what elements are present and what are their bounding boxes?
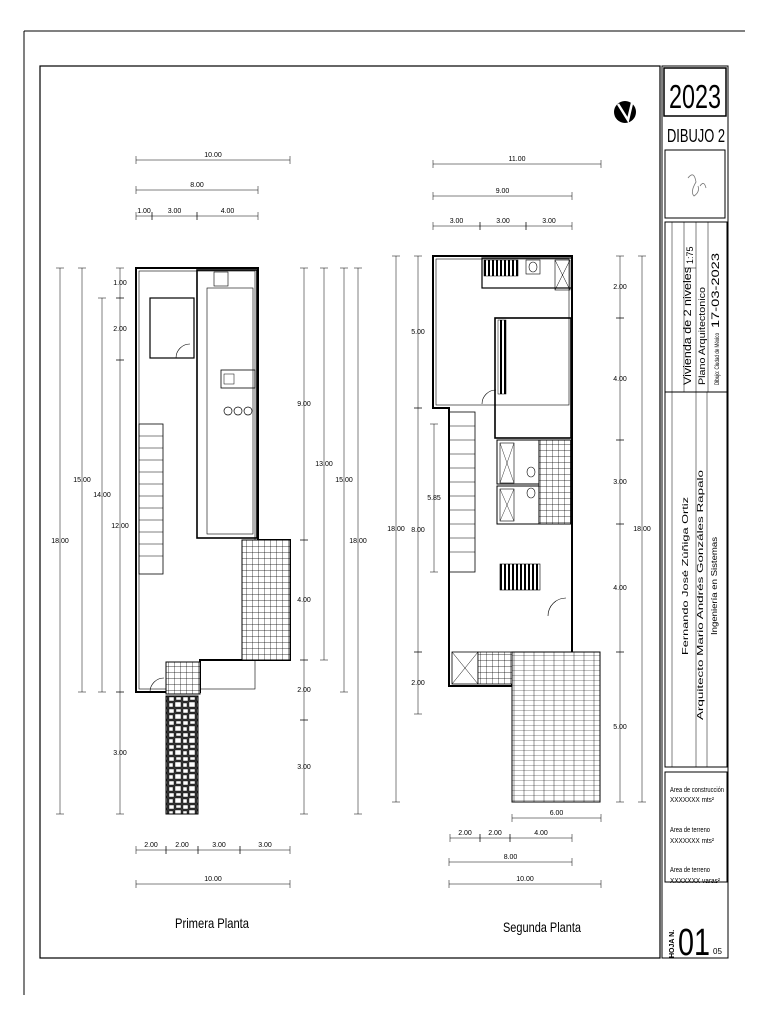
dimension-label: 3.00 (542, 218, 556, 225)
career-name: Ingeniería en Sistemas (710, 537, 719, 635)
dimension-label: 2.00 (613, 284, 627, 291)
dimension-label: 13.00 (315, 461, 333, 468)
dimension-label: 18.00 (633, 526, 651, 533)
dimension-label: 3.00 (168, 208, 182, 215)
dimension-label: 6.00 (550, 810, 564, 817)
dimension-label: 2.00 (113, 326, 127, 333)
dimension-label: 8.00 (504, 854, 518, 861)
dimension-label: 18.00 (51, 538, 69, 545)
dimension-label: 2.00 (458, 830, 472, 837)
dimension-label: 14.00 (93, 492, 111, 499)
dimension-label: 9.00 (297, 401, 311, 408)
sheet-total: 05 (713, 947, 722, 956)
plan2-caption: Segunda Planta (503, 919, 581, 935)
dimension-label: 5.00 (613, 724, 627, 731)
dimension-label: 1.00 (113, 280, 127, 287)
dimension-label: 4.00 (613, 376, 627, 383)
dimension-label: 3.00 (113, 750, 127, 757)
dimension-label: 4.00 (613, 585, 627, 592)
area-terreno2-value: XXXXXXX varas² (670, 878, 721, 885)
area-terreno-value: XXXXXXX mts² (670, 838, 715, 845)
dimension-label: 3.00 (297, 764, 311, 771)
area-construccion-value: XXXXXXX mts² (670, 797, 715, 804)
dimension-label: 9.00 (496, 188, 510, 195)
dimension-label: 8.00 (411, 527, 425, 534)
dimension-label: 3.00 (613, 479, 627, 486)
plan1-caption: Primera Planta (175, 915, 249, 931)
dimension-label: 2.00 (175, 842, 189, 849)
year-label: 2023 (669, 78, 721, 115)
dimension-label: 3.00 (212, 842, 226, 849)
dimension-label: 3.00 (496, 218, 510, 225)
dimension-labels: 10.00 8.00 1.00 3.00 4.00 18.00 15.00 14.00 12.0… (51, 152, 651, 883)
plan-first-floor (135, 267, 291, 815)
dimension-label: 4.00 (221, 208, 235, 215)
dimension-label: 5.85 (427, 495, 441, 502)
page-frame (23, 30, 745, 995)
dimension-label: 4.00 (297, 597, 311, 604)
sheet-label: HOJA N. (669, 930, 676, 958)
dimension-label: 2.00 (144, 842, 158, 849)
dimension-label: 10.00 (204, 152, 222, 159)
signature-mark (687, 174, 707, 197)
dimension-label: 2.00 (297, 687, 311, 694)
dimension-label: 10.00 (516, 876, 534, 883)
area-terreno-label: Area de terreno (670, 827, 710, 834)
drawing-label: DIBUJO 2 (667, 126, 725, 146)
date-value: 17-03-2023 (710, 253, 722, 328)
teacher-name: Arquitecto Mario Andrés Gonzáles Rapalo (696, 469, 705, 720)
dimension-lines (56, 156, 646, 888)
area-construccion-label: Area de construcción (670, 787, 724, 794)
dimension-label: 8.00 (190, 182, 204, 189)
dimension-label: 2.00 (411, 680, 425, 687)
dimension-label: 5.00 (411, 329, 425, 336)
dimension-label: 3.00 (450, 218, 464, 225)
dimension-label: 3.00 (258, 842, 272, 849)
dimension-label: 4.00 (534, 830, 548, 837)
plan-type: Plano Arquitectonico (697, 287, 707, 385)
dimension-label: 15.00 (73, 477, 91, 484)
sheet-number: 01 (678, 922, 710, 964)
dimension-label: 2.00 (488, 830, 502, 837)
plan-second-floor (432, 255, 601, 803)
scale-value: 1:75 (685, 246, 695, 264)
dimension-label: 15.00 (335, 477, 353, 484)
author-name: Fernando José Zúñiga Ortiz (681, 497, 690, 655)
dimension-label: 12.00 (111, 523, 129, 530)
date-prefix: Dibujo: Ciudad de México (715, 332, 721, 385)
north-arrow-icon (614, 101, 636, 124)
dimension-label: 18.00 (349, 538, 367, 545)
dimension-label: 1.00 (137, 208, 151, 215)
dimension-label: 11.00 (509, 156, 526, 163)
area-terreno2-label: Area de terreno (670, 867, 710, 874)
dimension-label: 10.00 (204, 876, 222, 883)
project-title: Vivienda de 2 niveles (682, 266, 694, 385)
dimension-label: 18.00 (387, 526, 405, 533)
title-block: 2023 DIBUJO 2 Vivienda de 2 niveles 1:75… (661, 65, 729, 964)
